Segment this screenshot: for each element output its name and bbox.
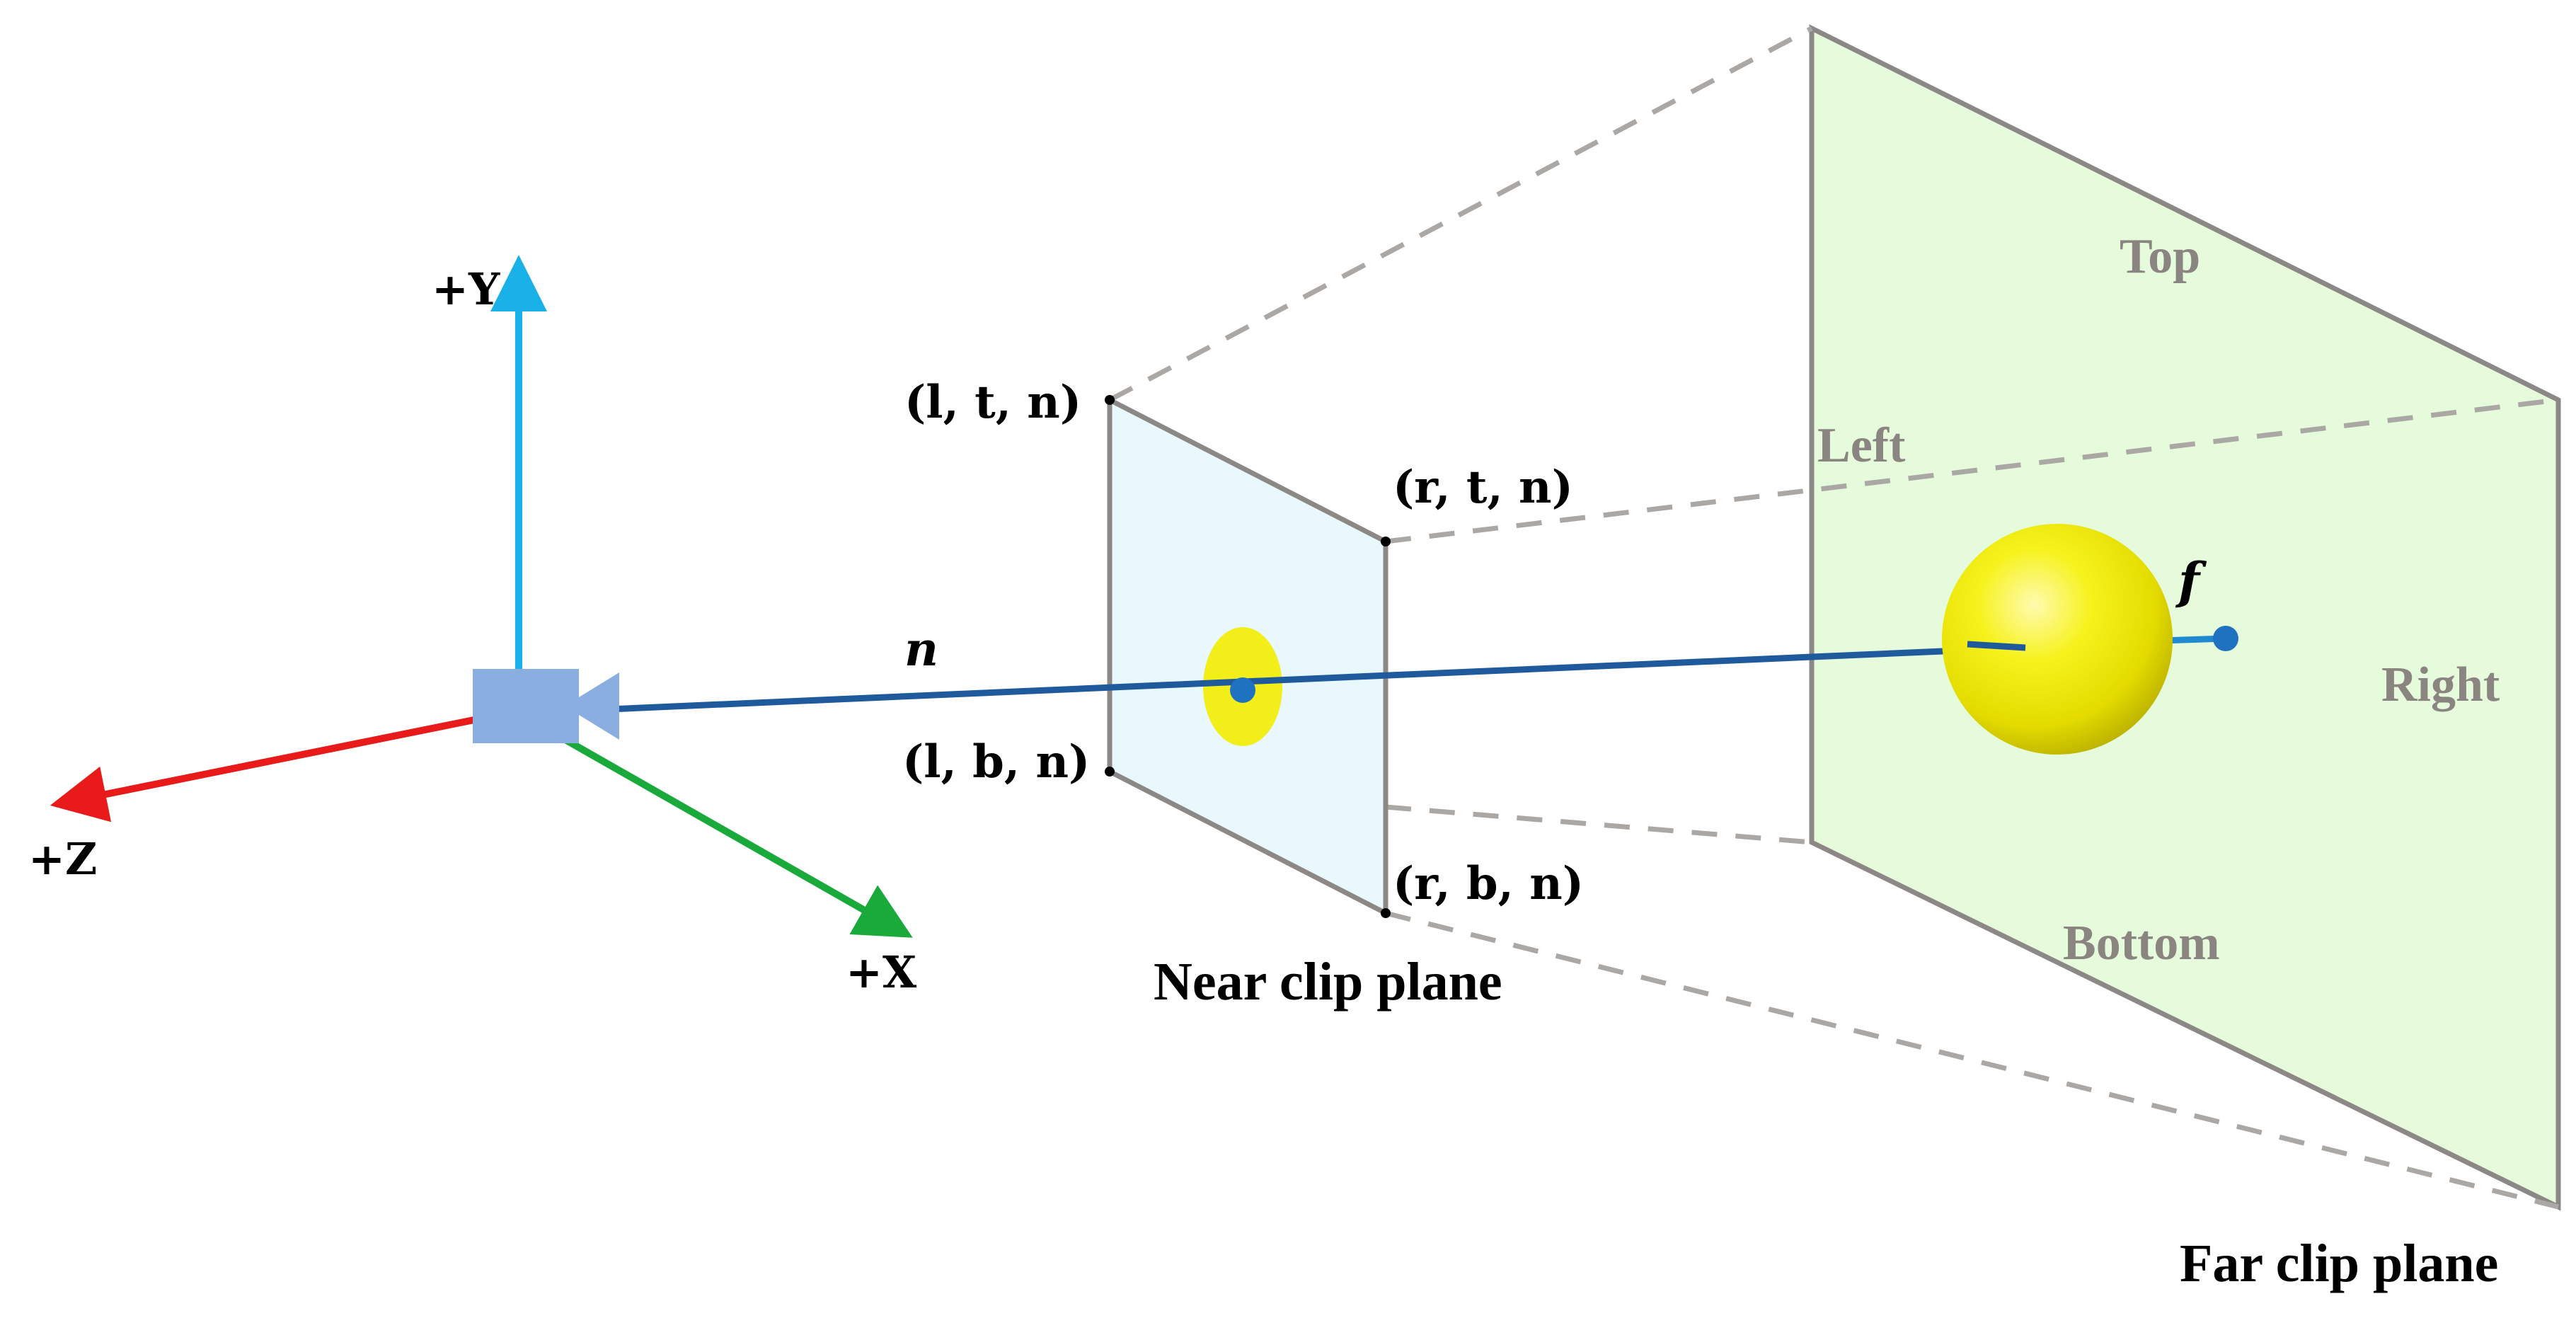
z-axis-arrow	[50, 715, 482, 823]
near-plane-corner-bl	[1105, 767, 1115, 777]
frustum-edge-top-left	[1108, 25, 1813, 403]
sphere-center-ray	[1967, 641, 2026, 651]
z-axis-label: +Z	[28, 833, 97, 885]
sphere-object	[1942, 524, 2173, 755]
frustum-edge-top-right	[1385, 397, 2559, 544]
near-distance-label: n	[904, 621, 938, 677]
coordinate-axes	[50, 255, 913, 938]
view-ray-line	[608, 644, 2025, 713]
near-plane-caption: Near clip plane	[1154, 952, 1502, 1012]
y-axis-label: +Y	[432, 263, 500, 315]
camera-lens	[579, 672, 619, 740]
corner-label-bottom-left: (l, b, n)	[902, 735, 1090, 789]
corner-label-bottom-right: (r, b, n)	[1393, 857, 1584, 910]
x-axis-arrow	[557, 733, 913, 938]
corner-label-top-right: (r, t, n)	[1393, 461, 1573, 514]
frustum-edge-bottom-left	[1385, 804, 1812, 845]
x-axis-label: +X	[846, 946, 917, 998]
far-ray-point	[2213, 626, 2238, 651]
yellow-sphere	[1942, 524, 2173, 755]
near-plane-corner-tr	[1381, 537, 1391, 546]
far-clip-plane	[1809, 24, 2561, 1211]
near-plane-corner-br	[1381, 908, 1391, 918]
frustum-edges	[1108, 25, 2559, 1210]
far-plane-surface	[1809, 24, 2561, 1211]
face-label-right: Right	[2381, 658, 2500, 712]
face-label-left: Left	[1817, 418, 1905, 473]
corner-label-top-left: (l, t, n)	[904, 376, 1081, 429]
far-plane-caption: Far clip plane	[2180, 1234, 2498, 1293]
face-label-top: Top	[2120, 229, 2200, 284]
near-ray-point	[1230, 677, 1255, 703]
near-clip-plane	[1105, 395, 1391, 918]
camera-body	[473, 669, 579, 743]
near-plane-corner-tl	[1105, 395, 1115, 405]
video-camera-icon	[473, 669, 619, 743]
face-label-bottom: Bottom	[2063, 916, 2220, 970]
